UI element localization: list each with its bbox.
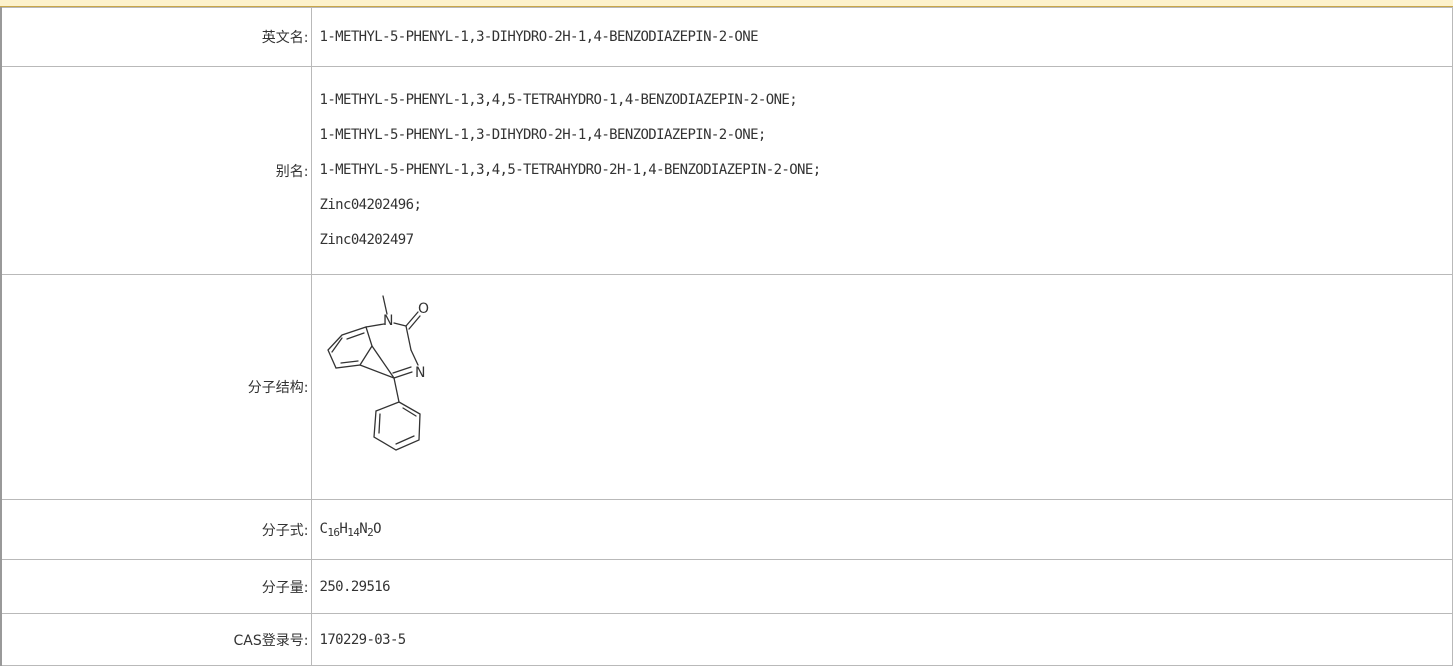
row-formula: 分子式: C16H14N2O <box>0 499 1453 560</box>
formula-count: 2 <box>367 525 374 539</box>
formula-label: 分子式: <box>0 499 312 560</box>
header-band <box>0 0 1453 7</box>
row-aliases: 别名: 1-METHYL-5-PHENYL-1,3,4,5-TETRAHYDRO… <box>0 66 1453 275</box>
english-name-value: 1-METHYL-5-PHENYL-1,3-DIHYDRO-2H-1,4-BEN… <box>310 7 1453 67</box>
atom-label-n1: N <box>383 313 393 329</box>
atom-label-o: O <box>418 301 429 317</box>
row-weight: 分子量: 250.29516 <box>0 559 1453 614</box>
formula-element: C <box>319 520 328 537</box>
structure-value: N O N <box>310 274 1453 500</box>
aliases-value: 1-METHYL-5-PHENYL-1,3,4,5-TETRAHYDRO-1,4… <box>310 66 1453 275</box>
weight-value: 250.29516 <box>310 559 1453 614</box>
formula-element: H <box>339 520 348 537</box>
cas-label: CAS登录号: <box>0 613 312 666</box>
alias-item: 1-METHYL-5-PHENYL-1,3-DIHYDRO-2H-1,4-BEN… <box>319 127 767 143</box>
row-structure: 分子结构: <box>0 274 1453 500</box>
molecular-structure-image: N O N <box>326 294 429 451</box>
formula-element: N <box>359 520 368 537</box>
row-english-name: 英文名: 1-METHYL-5-PHENYL-1,3-DIHYDRO-2H-1,… <box>0 7 1453 67</box>
formula-value: C16H14N2O <box>310 499 1453 560</box>
formula-element: O <box>373 520 381 537</box>
alias-list: 1-METHYL-5-PHENYL-1,3,4,5-TETRAHYDRO-1,4… <box>320 83 1453 258</box>
structure-label: 分子结构: <box>0 274 312 500</box>
weight-label: 分子量: <box>0 559 312 614</box>
aliases-label: 别名: <box>0 66 312 275</box>
atom-label-n4: N <box>415 365 425 381</box>
compound-info-table: 英文名: 1-METHYL-5-PHENYL-1,3-DIHYDRO-2H-1,… <box>0 7 1453 666</box>
english-name-label: 英文名: <box>0 7 312 67</box>
cas-value: 170229-03-5 <box>310 613 1453 666</box>
row-cas: CAS登录号: 170229-03-5 <box>0 613 1453 666</box>
formula-count: 16 <box>327 525 340 539</box>
alias-item: Zinc04202496; <box>319 197 422 213</box>
alias-item: 1-METHYL-5-PHENYL-1,3,4,5-TETRAHYDRO-2H-… <box>319 162 822 178</box>
alias-item: 1-METHYL-5-PHENYL-1,3,4,5-TETRAHYDRO-1,4… <box>319 92 798 108</box>
alias-item: Zinc04202497 <box>319 232 415 248</box>
formula-count: 14 <box>347 525 360 539</box>
